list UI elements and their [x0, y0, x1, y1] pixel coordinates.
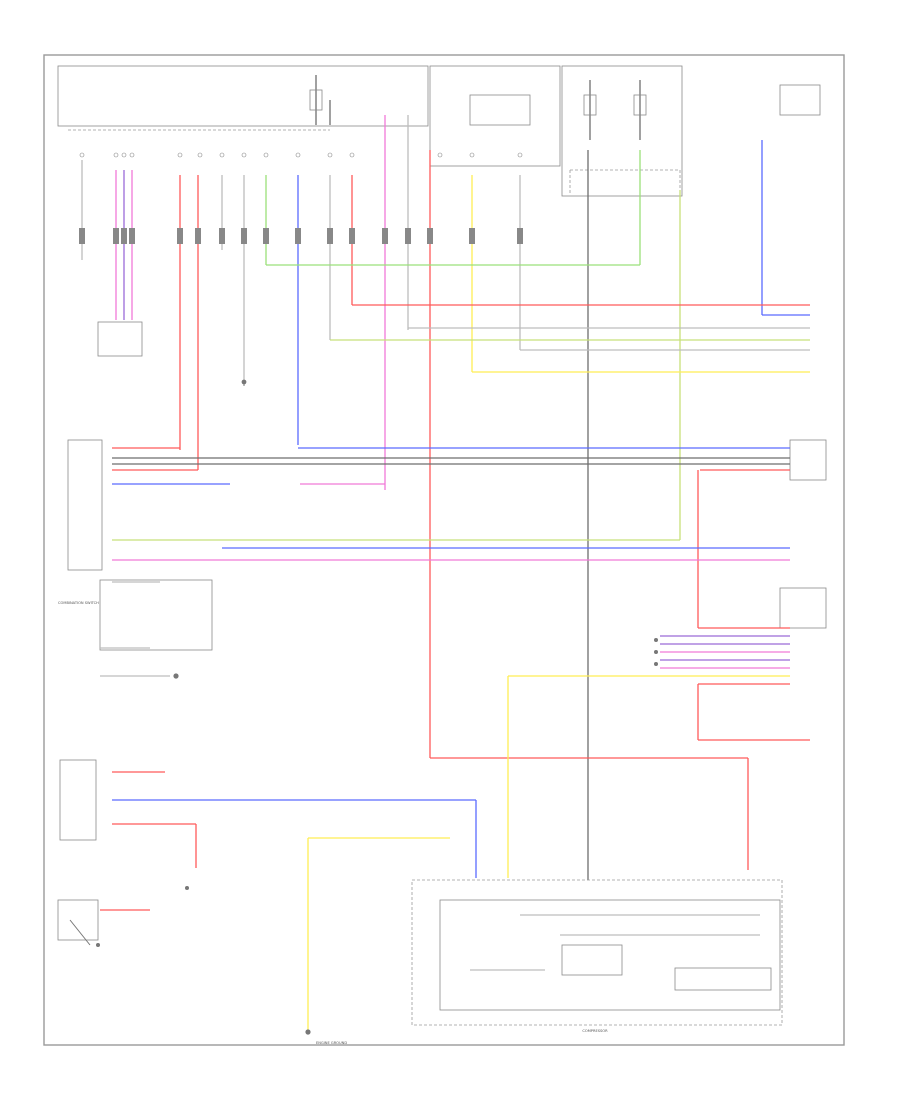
combination-switch-label: COMBINATION SWITCH — [58, 601, 99, 605]
compressor-module: COMPRESSOR — [411, 879, 783, 1033]
upper-bus-lines — [266, 264, 810, 373]
lower-left-components — [57, 759, 189, 947]
compressor-routes — [100, 676, 749, 1030]
ground-symbol-mid — [241, 379, 247, 386]
sensor-box-left — [97, 321, 143, 357]
diagram-frame — [43, 54, 845, 1046]
right-connector-box — [789, 439, 827, 481]
vertical-drops — [81, 115, 763, 880]
left-connector-box — [67, 439, 103, 571]
middle-harness — [112, 447, 790, 628]
combination-switch-area: COMBINATION SWITCH — [58, 579, 213, 679]
compressor-label: COMPRESSOR — [582, 1029, 608, 1033]
engine-ground-label: ENGINE GROUND — [316, 1041, 347, 1045]
fuses-top — [309, 75, 647, 140]
engine-ground: ENGINE GROUND — [305, 1029, 347, 1045]
right-module — [508, 587, 827, 741]
connector-blocks — [79, 228, 523, 244]
top-components — [57, 65, 821, 197]
connector-pins — [79, 152, 523, 158]
